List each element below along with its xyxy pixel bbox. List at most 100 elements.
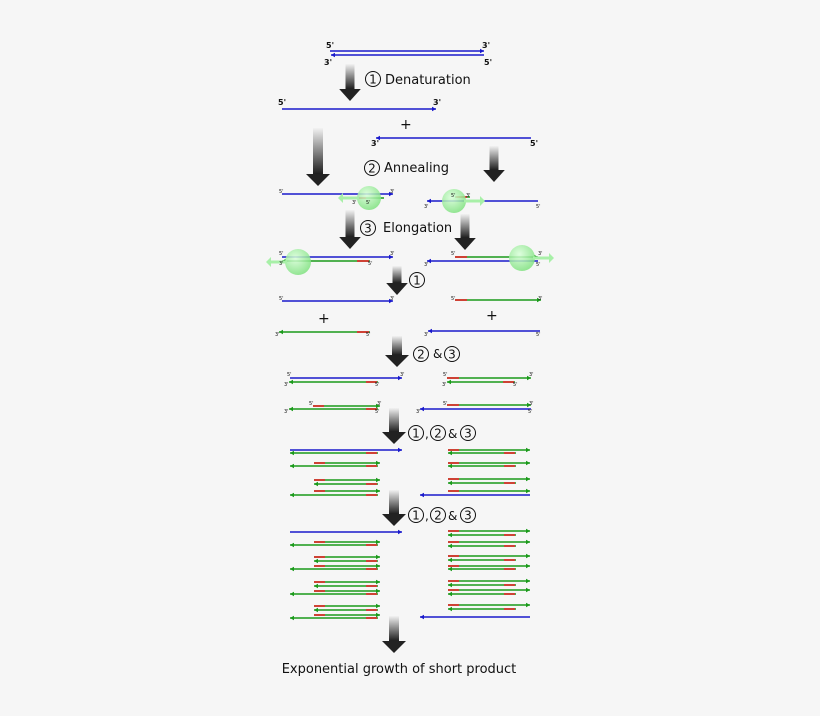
label-five-prime: 5' <box>443 401 448 407</box>
label-five-prime: 5' <box>375 382 380 388</box>
strand-arrowhead <box>290 566 294 572</box>
strand-arrowhead <box>526 476 530 482</box>
label-three-prime: 3' <box>529 372 534 378</box>
label-three-prime: 3' <box>371 139 379 148</box>
step-annealing: 2 Annealing <box>364 160 449 176</box>
label-five-prime: 5' <box>375 409 380 415</box>
process-arrows <box>306 64 505 653</box>
process-arrow-head <box>386 283 408 295</box>
ampersand: & <box>448 427 457 441</box>
strand-arrowhead <box>376 563 380 569</box>
label-three-prime: 3' <box>275 332 280 338</box>
strand-arrowhead <box>432 106 436 112</box>
cycle-circle <box>408 425 424 441</box>
cycle-circle <box>460 425 476 441</box>
step-number: 1 <box>369 73 377 87</box>
process-arrow-shaft <box>392 266 402 283</box>
strand-arrowhead <box>376 403 380 409</box>
strand-arrowhead <box>448 606 452 612</box>
polymerase-sphere <box>357 186 381 210</box>
cycle-number: 3 <box>448 348 456 362</box>
strand-arrowhead <box>398 447 402 453</box>
strand-arrowhead <box>376 603 380 609</box>
label-three-prime: 3' <box>400 372 405 378</box>
strand-arrowhead <box>448 532 452 538</box>
strand-arrowhead <box>526 602 530 608</box>
label-three-prime: 3' <box>279 261 284 267</box>
strand-arrowhead <box>389 298 393 304</box>
strand-arrowhead <box>279 329 283 335</box>
label-three-prime: 3' <box>538 296 543 302</box>
cycle-circle <box>430 507 446 523</box>
strand-arrowhead <box>526 578 530 584</box>
step-number-circle <box>360 220 376 236</box>
cycle-number: 1 <box>412 509 420 523</box>
polymerase-direction-head <box>549 253 554 263</box>
label-five-prime: 5' <box>513 382 518 388</box>
strand-arrowhead <box>526 587 530 593</box>
label-five-prime: 5' <box>451 251 456 257</box>
strand-arrowhead <box>537 297 541 303</box>
label-five-prime: 5' <box>536 262 541 268</box>
step-name: Annealing <box>384 161 449 176</box>
cycle-number: 3 <box>464 509 472 523</box>
cycle-marker-2-and-3: 2 & 3 <box>413 346 460 362</box>
label-five-prime: 5' <box>530 139 538 148</box>
footer-caption: Exponential growth of short product <box>282 662 517 677</box>
label-five-prime: 5' <box>451 193 456 199</box>
strand-arrowhead <box>290 591 294 597</box>
label-three-prime: 3' <box>352 200 357 206</box>
polymerase-direction-head <box>338 193 343 203</box>
polymerase-group <box>266 186 554 275</box>
strand-arrowhead <box>428 328 432 334</box>
cycle-number: 2 <box>434 509 442 523</box>
label-three-prime: 3' <box>416 409 421 415</box>
cycle-circle <box>413 346 429 362</box>
end-labels: 5' 3' 3' 5' 5' 3' 3' 5' 5' 3' 3' 5' 5' 3… <box>275 41 543 415</box>
cycle-marker-1-2-3: 1 , 2 & 3 <box>408 507 476 523</box>
process-arrow-shaft <box>460 214 470 238</box>
strand-arrowhead <box>290 450 294 456</box>
strand-arrowhead <box>526 447 530 453</box>
comma: , <box>425 427 429 441</box>
cycle-circle <box>460 507 476 523</box>
label-three-prime: 3' <box>529 401 534 407</box>
label-five-prime: 5' <box>451 296 456 302</box>
label-three-prime: 3' <box>390 251 395 257</box>
process-arrow-shaft <box>313 128 323 174</box>
ampersand: & <box>433 347 442 361</box>
process-arrow-head <box>382 432 406 444</box>
strand-arrowhead <box>290 615 294 621</box>
label-three-prime: 3' <box>466 193 471 199</box>
label-three-prime: 3' <box>284 409 289 415</box>
cycle-marker-1-2-3: 1 , 2 & 3 <box>408 425 476 441</box>
strand-arrowhead <box>376 612 380 618</box>
strand-arrowhead <box>314 558 318 564</box>
strand-arrowhead <box>448 463 452 469</box>
strand-arrowhead <box>376 579 380 585</box>
strand-arrowhead <box>398 529 402 535</box>
process-arrow-head <box>483 170 505 182</box>
label-five-prime: 5' <box>287 372 292 378</box>
label-three-prime: 3' <box>390 189 395 195</box>
strand-arrowhead <box>420 492 424 498</box>
step-denaturation: 1 Denaturation <box>365 71 471 88</box>
strand-arrowhead <box>448 450 452 456</box>
strand-arrowhead <box>448 480 452 486</box>
cycle-number: 2 <box>417 348 425 362</box>
cycle-number: 3 <box>464 427 472 441</box>
strand-arrowhead <box>376 477 380 483</box>
label-three-prime: 3' <box>284 382 289 388</box>
polymerase-sphere <box>442 189 466 213</box>
label-three-prime: 3' <box>424 262 429 268</box>
strand-arrowhead <box>376 488 380 494</box>
strand-arrowhead <box>290 492 294 498</box>
strand-arrowhead <box>398 375 402 381</box>
process-arrow-shaft <box>389 408 399 432</box>
polymerase-direction-head <box>480 196 485 206</box>
strand-arrowhead <box>290 463 294 469</box>
label-three-prime: 3' <box>377 401 382 407</box>
label-five-prime: 5' <box>536 332 541 338</box>
strand-arrowhead <box>526 460 530 466</box>
